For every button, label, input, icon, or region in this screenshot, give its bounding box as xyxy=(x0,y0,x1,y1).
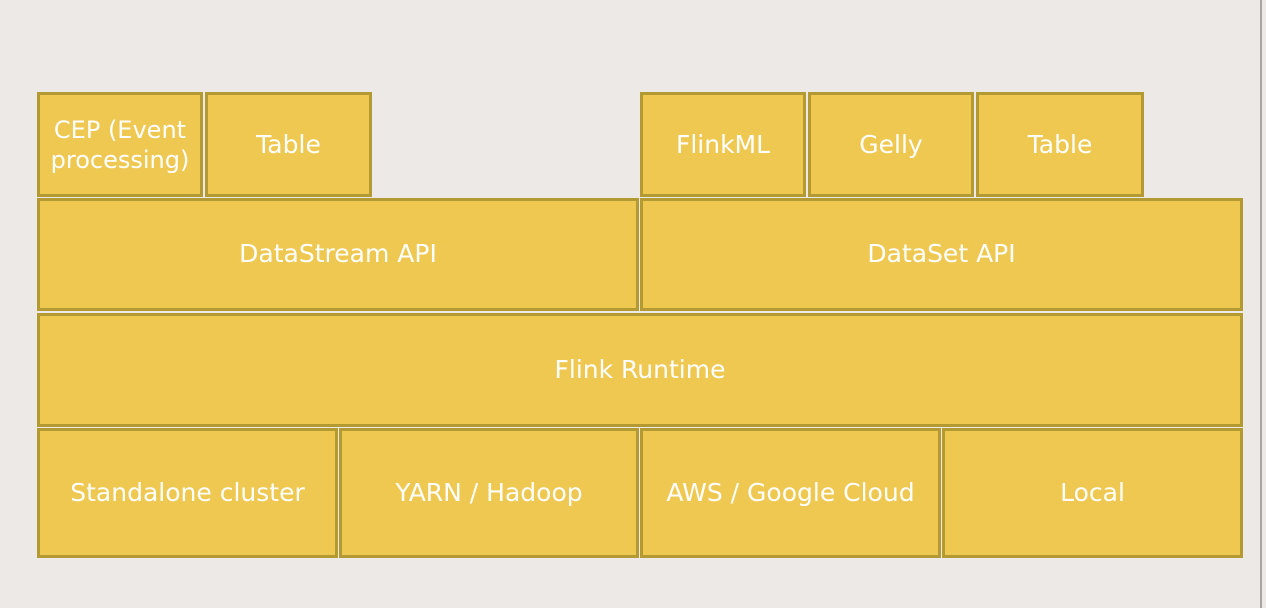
stream-table-label: Table xyxy=(256,129,321,159)
aws-google-cloud-label: AWS / Google Cloud xyxy=(666,478,915,507)
flinkml-block: FlinkML xyxy=(640,92,806,197)
aws-google-cloud-block: AWS / Google Cloud xyxy=(640,428,941,558)
cep-label: CEP (Event processing) xyxy=(51,115,190,175)
standalone-cluster-block: Standalone cluster xyxy=(37,428,338,558)
batch-table-label: Table xyxy=(1027,129,1093,159)
cep-label-line2: processing) xyxy=(50,145,190,174)
flinkml-label: FlinkML xyxy=(675,129,771,159)
gelly-block: Gelly xyxy=(808,92,974,197)
datastream-api-label: DataStream API xyxy=(239,238,437,268)
dataset-api-label: DataSet API xyxy=(867,238,1016,268)
stream-table-block: Table xyxy=(205,92,372,197)
dataset-api-block: DataSet API xyxy=(640,198,1243,311)
datastream-api-block: DataStream API xyxy=(37,198,639,311)
yarn-hadoop-label: YARN / Hadoop xyxy=(395,478,583,507)
batch-table-block: Table xyxy=(976,92,1144,197)
cep-block: CEP (Event processing) xyxy=(37,92,203,197)
cep-label-line1: CEP (Event xyxy=(53,115,187,144)
gelly-label: Gelly xyxy=(859,129,923,159)
standalone-cluster-label: Standalone cluster xyxy=(70,478,305,507)
local-block: Local xyxy=(942,428,1243,558)
flink-runtime-block: Flink Runtime xyxy=(37,313,1243,427)
local-label: Local xyxy=(1060,478,1125,507)
yarn-hadoop-block: YARN / Hadoop xyxy=(339,428,639,558)
flink-runtime-label: Flink Runtime xyxy=(554,355,726,384)
right-edge-rule xyxy=(1260,0,1262,608)
